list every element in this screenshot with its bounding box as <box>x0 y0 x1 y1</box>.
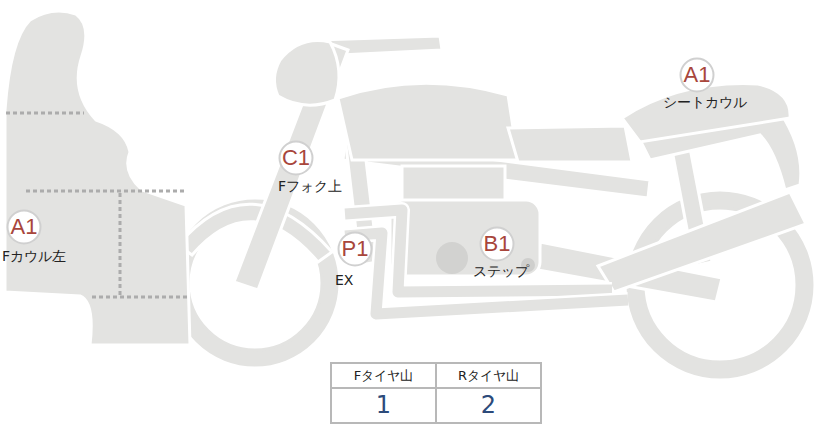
callout: A1Fカウル左 <box>6 209 42 245</box>
callout: B1ステップ <box>479 226 515 262</box>
fuel-tank <box>338 83 518 160</box>
tread-table: Fタイヤ山Rタイヤ山12 <box>330 362 542 424</box>
callout: P1EX <box>337 231 373 267</box>
panel-line <box>26 190 186 193</box>
callout-number: A1 <box>6 209 42 245</box>
panel-line <box>92 296 188 299</box>
table-header: Fタイヤ山 <box>332 366 435 386</box>
callout-number: A1 <box>679 57 715 93</box>
table-value: 2 <box>437 389 540 422</box>
headlight <box>274 40 339 105</box>
part-name: シートカウル <box>663 94 747 112</box>
front-fairing <box>5 11 190 345</box>
callout-number: B1 <box>479 226 515 262</box>
table-value: 1 <box>332 389 435 422</box>
panel-line <box>119 193 122 296</box>
callout: A1シートカウル <box>679 57 715 93</box>
engine-cover <box>436 242 468 274</box>
part-name: Fフォク上 <box>278 178 342 196</box>
callout-number: P1 <box>337 231 373 267</box>
seat <box>508 126 632 162</box>
part-name: EX <box>335 272 353 288</box>
part-name: Fカウル左 <box>2 248 66 266</box>
callout: C1Fフォク上 <box>278 140 314 176</box>
part-name: ステップ <box>473 263 529 281</box>
table-rule <box>435 364 437 422</box>
seat-cowl <box>622 84 790 142</box>
callout-number: C1 <box>278 140 314 176</box>
panel-line <box>6 112 84 115</box>
cylinder-head <box>402 166 505 202</box>
muffler <box>598 192 806 292</box>
table-header: Rタイヤ山 <box>437 366 540 386</box>
